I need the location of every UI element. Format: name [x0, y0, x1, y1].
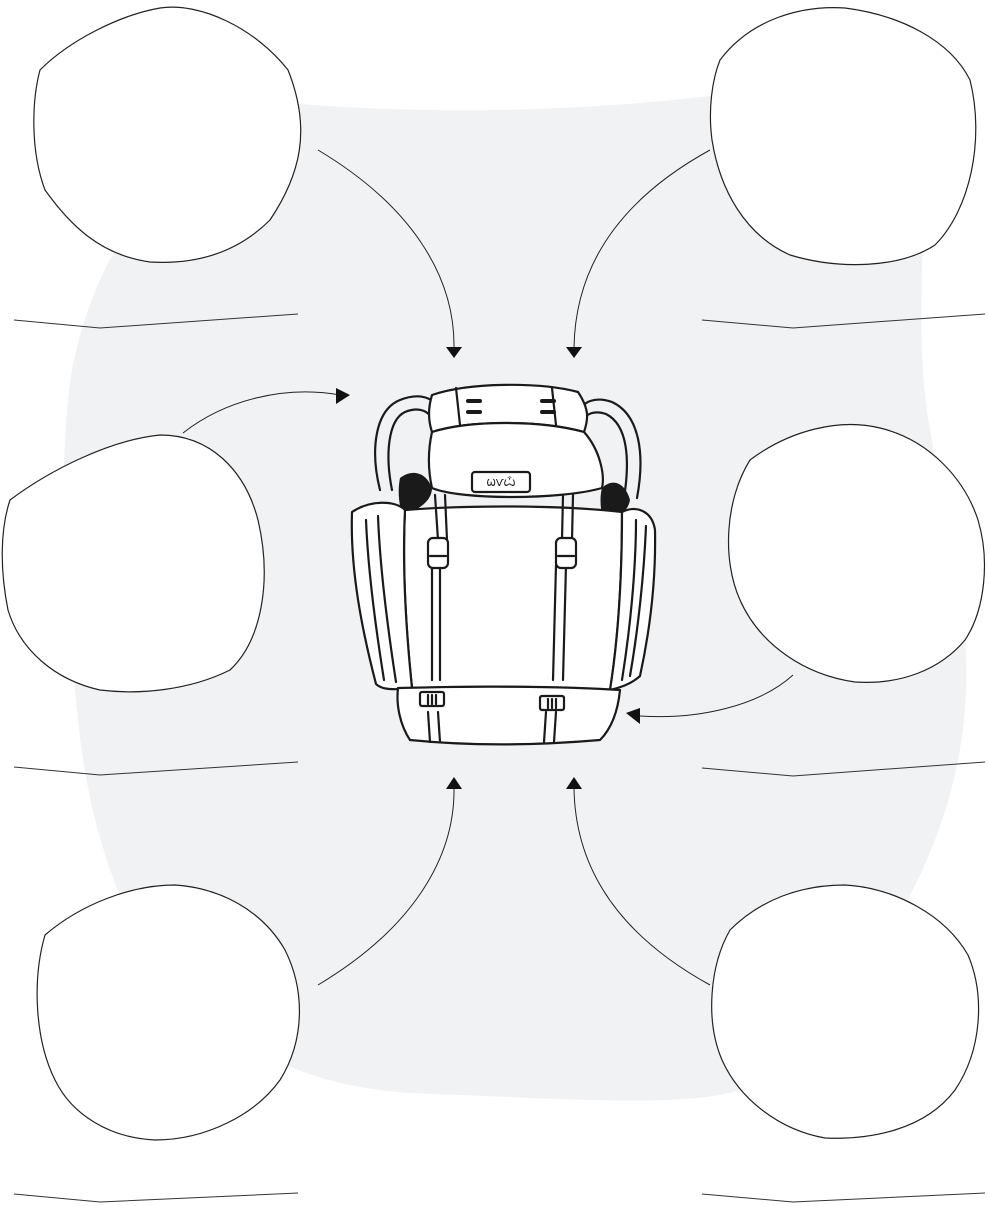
arrow-bottom-right	[573, 787, 711, 986]
arrow-middle-right	[639, 674, 794, 718]
thought-bubble-top-right[interactable]	[709, 7, 977, 266]
arrow-bottom-left	[317, 787, 455, 986]
backpack-icon: ѠѴѼ	[350, 383, 657, 746]
thought-bubble-top-left[interactable]	[33, 6, 302, 263]
answer-line-bottom-right	[701, 1192, 986, 1203]
connector-arrows	[182, 149, 794, 986]
answer-line-top-left	[13, 313, 299, 329]
arrow-top-left	[317, 149, 455, 349]
thought-bubble-bottom-right[interactable]	[711, 884, 980, 1139]
answer-line-middle-right	[701, 761, 986, 777]
answer-line-middle-left	[13, 761, 299, 776]
brand-tag-text: ѠѴѼ	[487, 476, 516, 489]
answer-line-top-right	[701, 313, 986, 329]
arrow-middle-left	[182, 391, 341, 434]
thought-bubble-bottom-left[interactable]	[36, 884, 300, 1141]
answer-line-bottom-left	[13, 1192, 299, 1203]
thought-bubble-middle-left[interactable]	[1, 434, 265, 693]
arrow-top-right	[573, 149, 711, 349]
thought-bubble-middle-right[interactable]	[727, 423, 986, 683]
answer-lines	[13, 313, 986, 1203]
